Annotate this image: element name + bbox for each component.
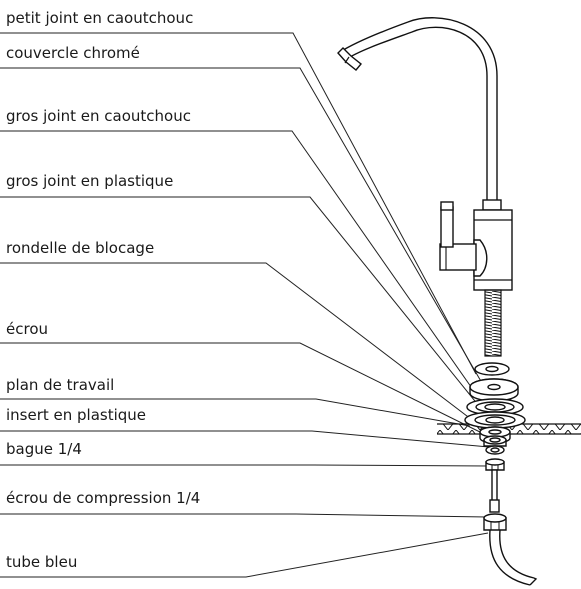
label-gros-joint-plastique: gros joint en plastique (6, 172, 173, 190)
threaded-stem (484, 289, 502, 357)
label-tube: tube bleu (6, 553, 77, 571)
petit-joint-part (474, 362, 510, 376)
faucet-spout (337, 17, 498, 204)
faucet-body (439, 199, 513, 291)
label-petit-joint: petit joint en caoutchouc (6, 9, 193, 27)
leader-lines (0, 32, 490, 578)
ecrou-compression-part (483, 513, 507, 531)
ecrou-part (483, 435, 507, 447)
tube-part (489, 529, 538, 586)
label-gros-joint-caoutchouc: gros joint en caoutchouc (6, 107, 191, 125)
label-couvercle: couvercle chromé (6, 44, 140, 62)
gros-joint-caoutchouc-part (466, 398, 524, 416)
outlet-pipe (489, 469, 500, 513)
gros-joint-plastique-part (464, 411, 526, 429)
label-rondelle: rondelle de blocage (6, 239, 154, 257)
insert-part (485, 445, 505, 455)
couvercle-part (469, 378, 519, 402)
label-bague: bague 1/4 (6, 440, 82, 458)
label-plan-de-travail: plan de travail (6, 376, 114, 394)
label-ecrou: écrou (6, 320, 48, 338)
label-insert: insert en plastique (6, 406, 146, 424)
bague-part (485, 458, 505, 471)
label-ecrou-compression: écrou de compression 1/4 (6, 489, 200, 507)
